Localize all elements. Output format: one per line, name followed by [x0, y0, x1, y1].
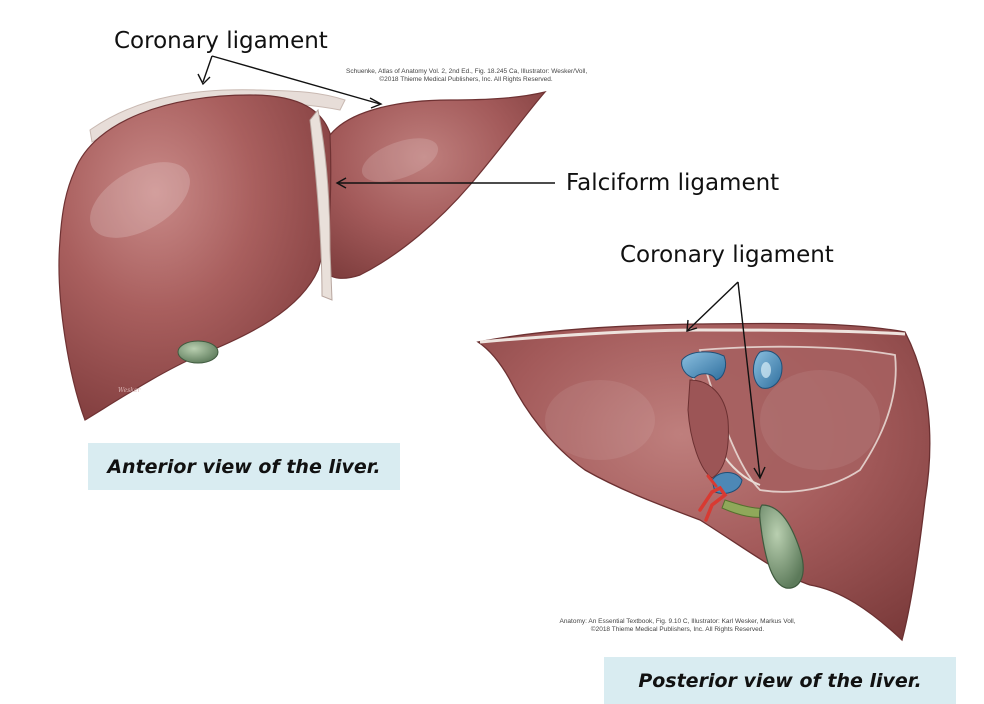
anterior-left-lobe — [324, 90, 547, 279]
anterior-liver: Wesker — [58, 89, 547, 421]
anterior-credit-line1: Schuenke, Atlas of Anatomy Vol. 2, 2nd E… — [346, 68, 588, 75]
falciform-ligament-band — [309, 108, 333, 301]
label-coronary-ligament-anterior: Coronary ligament — [114, 28, 328, 54]
anterior-credit: Schuenke, Atlas of Anatomy Vol. 2, 2nd E… — [346, 68, 588, 84]
label-coronary-ligament-posterior: Coronary ligament — [620, 242, 834, 268]
anterior-credit-line2: ©2018 Thieme Medical Publishers, Inc. Al… — [379, 76, 553, 83]
posterior-liver — [476, 322, 931, 642]
hepatic-vein-left — [681, 351, 727, 381]
posterior-coronary-edge — [479, 328, 906, 344]
caudate-lobe — [687, 379, 729, 479]
posterior-credit-line1: Anatomy: An Essential Textbook, Fig. 9.1… — [559, 618, 796, 625]
hepatic-artery — [698, 485, 728, 522]
anterior-gallbladder — [177, 340, 219, 364]
pointer-lines — [197, 55, 766, 480]
anterior-right-lobe — [58, 94, 335, 421]
posterior-credit-line2: ©2018 Thieme Medical Publishers, Inc. Al… — [590, 626, 765, 633]
posterior-credit: Anatomy: An Essential Textbook, Fig. 9.1… — [535, 618, 820, 634]
caption-posterior-view: Posterior view of the liver. — [604, 657, 956, 704]
label-falciform-ligament: Falciform ligament — [566, 170, 780, 196]
svg-text:Wesker: Wesker — [118, 387, 141, 394]
posterior-gallbladder — [759, 504, 804, 589]
caption-anterior-view: Anterior view of the liver. — [88, 443, 400, 490]
